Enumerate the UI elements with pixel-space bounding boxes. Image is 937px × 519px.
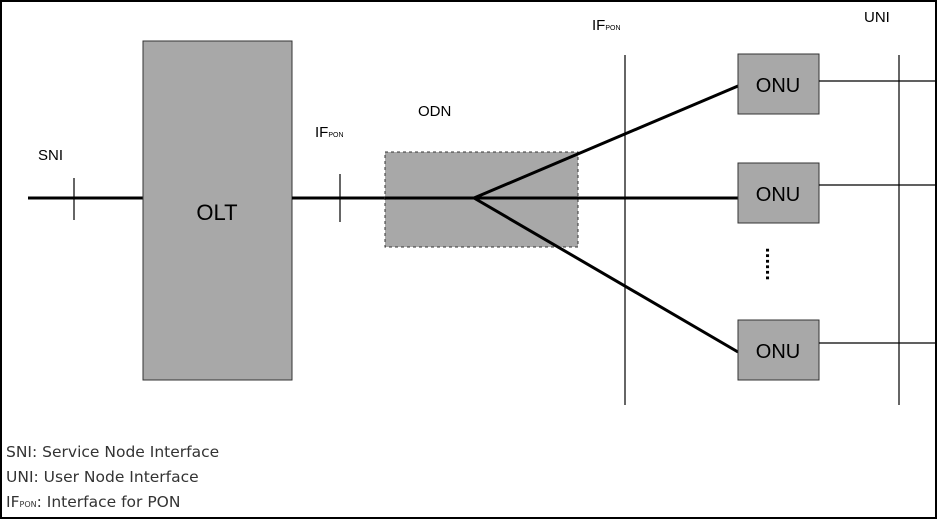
onu-box-2 [737,162,820,224]
onu-box-1 [737,53,820,115]
legend-uni: UNI: User Node Interface [6,468,199,486]
if-pon-right-sub: PON [605,25,620,32]
legend-ifpon-sub: PON [19,500,37,509]
legend-ifpon-rest: : Interface for PON [36,493,181,511]
uni-label: UNI [864,9,890,26]
if-pon-label-right: IFPON [592,17,621,34]
olt-label: OLT [196,200,237,225]
if-pon-label-left: IFPON [315,124,344,141]
if-pon-right-main: IF [592,17,605,34]
onu-label-3: ONU [756,341,800,363]
legend: SNI: Service Node Interface UNI: User No… [6,440,219,517]
if-pon-left-main: IF [315,124,328,141]
split-line-top [473,84,739,200]
onu-box-3 [737,319,820,381]
onu-label-1: ONU [756,75,800,97]
legend-ifpon: IFPON: Interface for PON [6,490,219,517]
split-line-bottom [473,196,739,354]
onu-label-2: ONU [756,184,800,206]
legend-ifpon-main: IF [6,493,20,511]
onu-ellipsis: ...... [761,247,783,280]
olt-box [142,40,293,381]
odn-label: ODN [418,103,451,120]
legend-sni: SNI: Service Node Interface [6,443,220,461]
sni-label: SNI [38,147,63,164]
if-pon-left-sub: PON [328,132,343,139]
